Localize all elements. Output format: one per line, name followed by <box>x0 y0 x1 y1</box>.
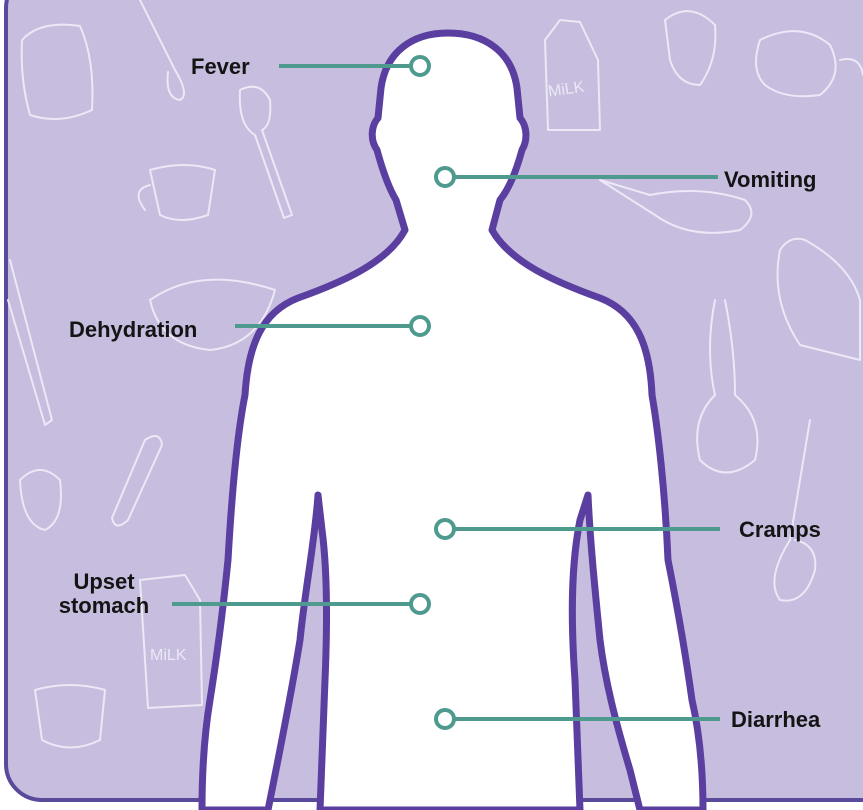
milk-label-bottom: MiLK <box>150 647 187 664</box>
knife-doodle <box>8 260 52 425</box>
cup-doodle <box>139 165 215 220</box>
milk-bottle-doodle <box>545 20 600 130</box>
jar-doodle <box>22 25 93 119</box>
dehydration-marker <box>411 317 429 335</box>
pepper-doodle <box>20 470 61 530</box>
teapot-doodle <box>756 31 863 96</box>
diarrhea-marker <box>436 710 454 728</box>
vomiting-marker <box>436 168 454 186</box>
cramps-label: Cramps <box>739 518 821 542</box>
diarrhea-label: Diarrhea <box>731 708 820 732</box>
upset-stomach-line1: Upset <box>50 570 158 594</box>
dehydration-label: Dehydration <box>69 318 197 342</box>
upset-stomach-label: Upset stomach <box>50 570 158 618</box>
vomiting-label: Vomiting <box>724 168 816 192</box>
cucumber-doodle <box>112 436 162 526</box>
whisk-doodle <box>774 420 815 601</box>
upset-stomach-line2: stomach <box>50 594 158 618</box>
mitten-doodle <box>665 11 715 85</box>
cutting-board-doodle <box>778 239 861 360</box>
cramps-marker <box>436 520 454 538</box>
onion-doodle <box>697 300 757 473</box>
fever-marker <box>411 57 429 75</box>
upset-stomach-marker <box>411 595 429 613</box>
spatula-doodle <box>240 87 292 218</box>
spoon-doodle <box>140 0 184 100</box>
fever-label: Fever <box>191 55 250 79</box>
body-silhouette <box>202 33 703 810</box>
milk-label-top: MiLK <box>547 79 586 101</box>
teacup-doodle <box>35 685 105 748</box>
